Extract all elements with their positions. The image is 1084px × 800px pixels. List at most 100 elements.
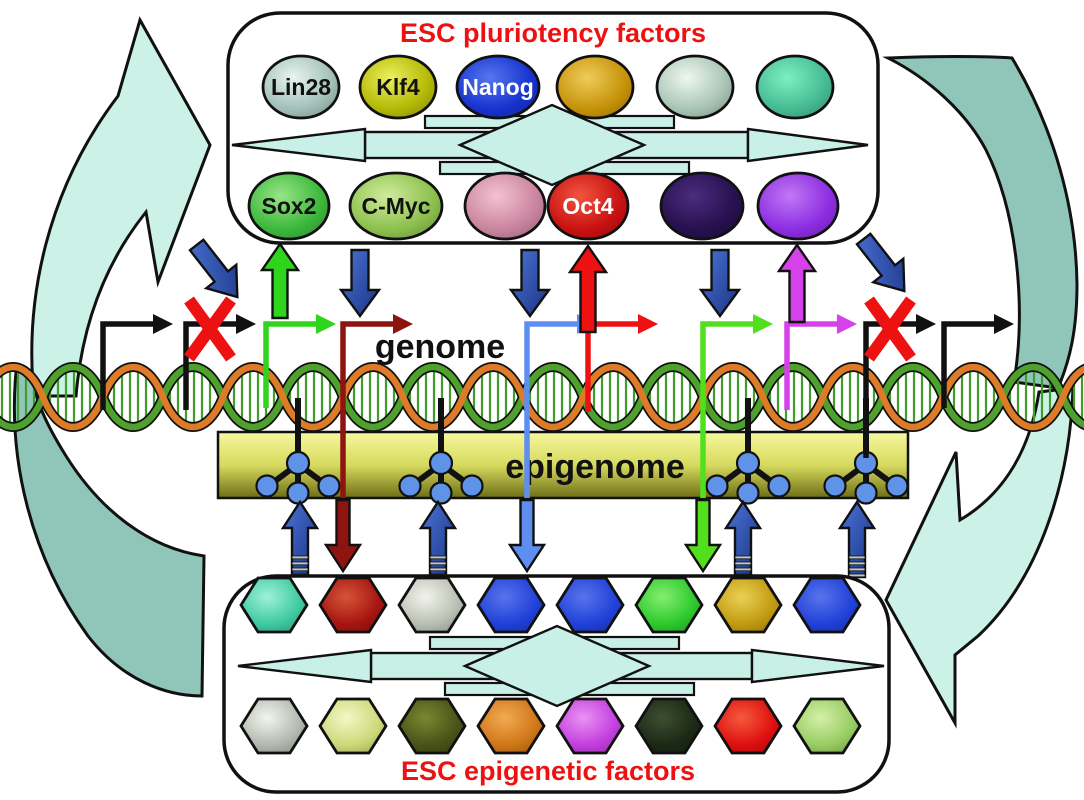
promoter-line bbox=[941, 321, 996, 408]
cycle-band-left-down bbox=[12, 370, 206, 698]
dna-strand-b bbox=[0, 363, 1084, 431]
repression-down-arrow-tilted bbox=[188, 238, 239, 299]
factor-oval-klf4: Klf4 bbox=[358, 54, 438, 120]
right-arrowhead bbox=[750, 648, 885, 684]
repression-x-mark bbox=[864, 296, 916, 362]
arrow-body bbox=[683, 498, 723, 574]
hatch-stripe bbox=[848, 561, 866, 566]
to-epigenetic-factors-arrow bbox=[323, 498, 363, 574]
oval-shape bbox=[756, 171, 840, 241]
promoter-line bbox=[340, 321, 395, 498]
factor-hexagon bbox=[397, 697, 467, 755]
arrow-body bbox=[507, 498, 547, 574]
promoter-line bbox=[524, 321, 579, 498]
methyl-group bbox=[854, 481, 878, 505]
epigenome-label: epigenome bbox=[505, 448, 684, 486]
factor-oval bbox=[756, 171, 840, 241]
promoter-arrowhead bbox=[153, 314, 173, 334]
repression-down-arrow bbox=[338, 248, 382, 319]
arrow-body bbox=[776, 242, 818, 324]
hatch-stripe bbox=[429, 567, 447, 572]
factor-label: C-Myc bbox=[361, 193, 430, 219]
repression-x-mark bbox=[184, 296, 236, 362]
factor-oval-oct4: Oct4 bbox=[546, 171, 630, 241]
methyl-group bbox=[767, 474, 791, 498]
hatch-stripe bbox=[848, 555, 866, 560]
methyl-mark bbox=[705, 398, 791, 505]
top-interaction-arrow bbox=[231, 103, 869, 187]
oval-shape bbox=[555, 54, 635, 120]
hatch-stripe bbox=[291, 555, 309, 560]
methyl-group bbox=[705, 474, 729, 498]
promoter-arrow bbox=[784, 314, 857, 410]
arrow-body bbox=[567, 243, 609, 334]
methyl-group bbox=[460, 474, 484, 498]
genome-label: genome bbox=[375, 328, 505, 366]
factor-hexagon bbox=[792, 697, 862, 755]
promoter-arrowhead bbox=[916, 314, 936, 334]
oval-shape bbox=[755, 54, 835, 120]
hatch-stripe bbox=[291, 567, 309, 572]
methyl-group bbox=[286, 481, 310, 505]
promoter-arrow bbox=[700, 314, 773, 498]
cycle-arrow-right-to-bottom bbox=[884, 386, 1075, 729]
factor-hexagon bbox=[476, 576, 546, 634]
methyl-group bbox=[823, 474, 847, 498]
oval-shape bbox=[659, 171, 745, 241]
factor-label: Sox2 bbox=[262, 193, 317, 219]
factor-oval bbox=[755, 54, 835, 120]
hatch-stripe bbox=[734, 567, 752, 572]
bottom-interaction-arrow bbox=[237, 624, 885, 708]
promoter-line bbox=[100, 321, 155, 410]
arrow-body bbox=[188, 238, 239, 299]
dna-helix bbox=[0, 362, 1084, 432]
factor-hexagon bbox=[792, 576, 862, 634]
factor-oval bbox=[555, 54, 635, 120]
factor-label: Oct4 bbox=[562, 193, 613, 219]
arrow-body bbox=[698, 248, 742, 319]
cycle-arrow-left-up bbox=[30, 16, 212, 398]
promoter-line bbox=[263, 321, 318, 408]
methyl-group bbox=[398, 474, 422, 498]
promoter-line bbox=[700, 321, 755, 498]
center-diamond bbox=[461, 624, 653, 708]
activation-up-arrow-green bbox=[259, 241, 301, 320]
x-stroke bbox=[184, 296, 236, 362]
methyl-group bbox=[429, 481, 453, 505]
factor-oval bbox=[463, 171, 547, 241]
methyl-group bbox=[736, 481, 760, 505]
hatch-stripe bbox=[291, 561, 309, 566]
arrow-body bbox=[723, 499, 763, 579]
bottom-box-title: ESC epigenetic factors bbox=[401, 756, 695, 786]
factor-oval-nanog: Nanog bbox=[455, 54, 541, 120]
methyl-group bbox=[428, 450, 454, 476]
hatch-stripe bbox=[734, 555, 752, 560]
arrow-body bbox=[259, 241, 301, 320]
top-box-title: ESC pluriotency factors bbox=[400, 18, 706, 48]
promoter-arrowhead bbox=[316, 314, 336, 334]
activation-up-arrow-magenta bbox=[776, 242, 818, 324]
left-arrowhead bbox=[231, 127, 367, 163]
from-epigenetic-factors-arrow bbox=[418, 499, 458, 579]
left-arrowhead bbox=[237, 648, 373, 684]
factor-hexagon bbox=[555, 576, 625, 634]
hatch-stripe bbox=[848, 573, 866, 578]
oval-shape bbox=[348, 171, 444, 241]
arrow-body bbox=[508, 248, 552, 319]
factor-hexagon bbox=[713, 697, 783, 755]
center-diamond bbox=[456, 103, 648, 187]
promoter-arrowhead bbox=[393, 314, 413, 334]
factor-hexagon bbox=[397, 576, 467, 634]
promoter-arrowhead bbox=[236, 314, 256, 334]
factor-oval bbox=[655, 54, 735, 120]
oval-shape bbox=[261, 54, 341, 120]
factor-label: Lin28 bbox=[271, 74, 331, 100]
methyl-group bbox=[885, 474, 909, 498]
arrow-body bbox=[280, 499, 320, 579]
arrow-body bbox=[837, 499, 877, 579]
oval-shape bbox=[463, 171, 547, 241]
repression-down-arrow-tilted bbox=[855, 232, 906, 293]
promoter-line bbox=[784, 321, 839, 410]
